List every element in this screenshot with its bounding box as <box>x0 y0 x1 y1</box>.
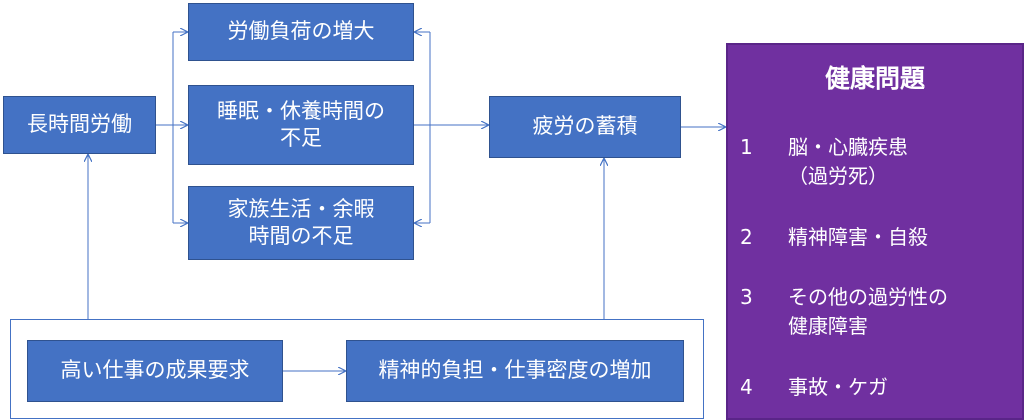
health-item-2: 2 精神障害・自殺 <box>740 223 1016 252</box>
node-family-leisure-line2: 時間の不足 <box>248 224 354 248</box>
health-item-4: 4 事故・ケガ <box>740 373 1016 402</box>
health-problems-panel: 健康問題 1 脳・心臓疾患 （過労死） 2 精神障害・自殺 3 その他の過労性の… <box>726 43 1024 420</box>
node-sleep-rest-line1: 睡眠・休養時間の <box>217 98 385 123</box>
health-item-text-sub: 健康障害 <box>788 314 868 338</box>
node-workload-increase-label: 労働負荷の増大 <box>227 19 375 44</box>
node-family-leisure-shortage: 家族生活・余暇 時間の不足 <box>188 186 414 260</box>
node-mental-burden-label: 精神的負担・仕事密度の増加 <box>378 358 652 383</box>
health-item-number: 2 <box>740 225 753 249</box>
causes-frame <box>10 319 704 419</box>
node-fatigue-accumulation-label: 疲労の蓄積 <box>532 114 638 139</box>
node-sleep-rest-shortage: 睡眠・休養時間の 不足 <box>188 85 414 165</box>
node-family-leisure-line1: 家族生活・余暇 <box>227 196 375 221</box>
health-item-text: その他の過労性の <box>788 285 948 309</box>
health-item-number: 4 <box>740 375 753 399</box>
health-item-text: 精神障害・自殺 <box>788 225 928 249</box>
node-fatigue-accumulation: 疲労の蓄積 <box>489 96 681 158</box>
node-high-demand: 高い仕事の成果要求 <box>27 340 283 402</box>
node-mental-burden: 精神的負担・仕事密度の増加 <box>346 340 684 402</box>
health-problems-title: 健康問題 <box>824 64 925 93</box>
node-long-hours-label: 長時間労働 <box>27 112 132 137</box>
health-item-1: 1 脳・心臓疾患 （過労死） <box>740 133 1016 191</box>
node-long-hours: 長時間労働 <box>3 96 156 154</box>
health-item-3: 3 その他の過労性の 健康障害 <box>740 283 1016 341</box>
node-high-demand-label: 高い仕事の成果要求 <box>60 358 250 383</box>
health-item-number: 1 <box>740 135 753 159</box>
health-item-number: 3 <box>740 285 753 309</box>
node-workload-increase: 労働負荷の増大 <box>188 3 414 61</box>
health-item-text: 事故・ケガ <box>788 375 888 399</box>
node-sleep-rest-line2: 不足 <box>280 126 322 150</box>
health-item-text: 脳・心臓疾患 <box>788 135 908 159</box>
health-item-text-sub: （過労死） <box>788 164 888 188</box>
